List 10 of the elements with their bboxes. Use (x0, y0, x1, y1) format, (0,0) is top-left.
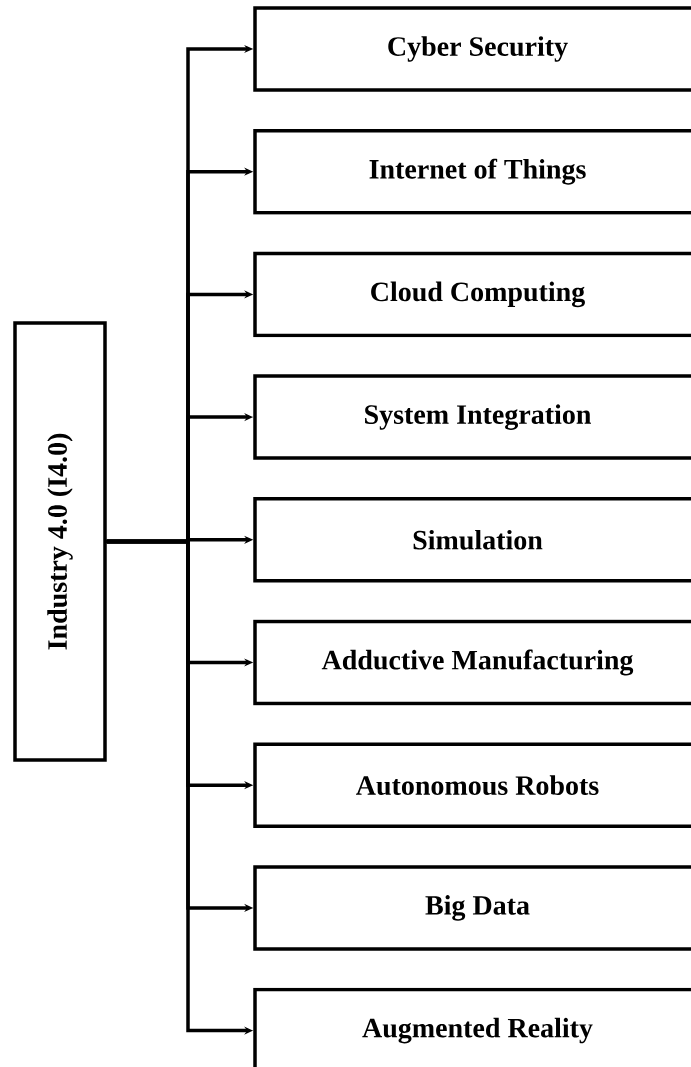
topic-box: Simulation (253, 497, 691, 583)
topic-box: Internet of Things (253, 128, 691, 215)
topic-box: System Integration (253, 374, 691, 460)
topic-box: Cyber Security (253, 6, 691, 92)
topic-box: Autonomous Robots (253, 742, 691, 828)
topic-box: Augmented Reality (253, 987, 691, 1067)
topic-box: Cloud Computing (253, 251, 691, 338)
topic-box: Adductive Manufacturing (253, 619, 691, 706)
topic-box: Big Data (253, 865, 691, 951)
root-box: Industry 4.0 (I4.0) (13, 321, 107, 762)
